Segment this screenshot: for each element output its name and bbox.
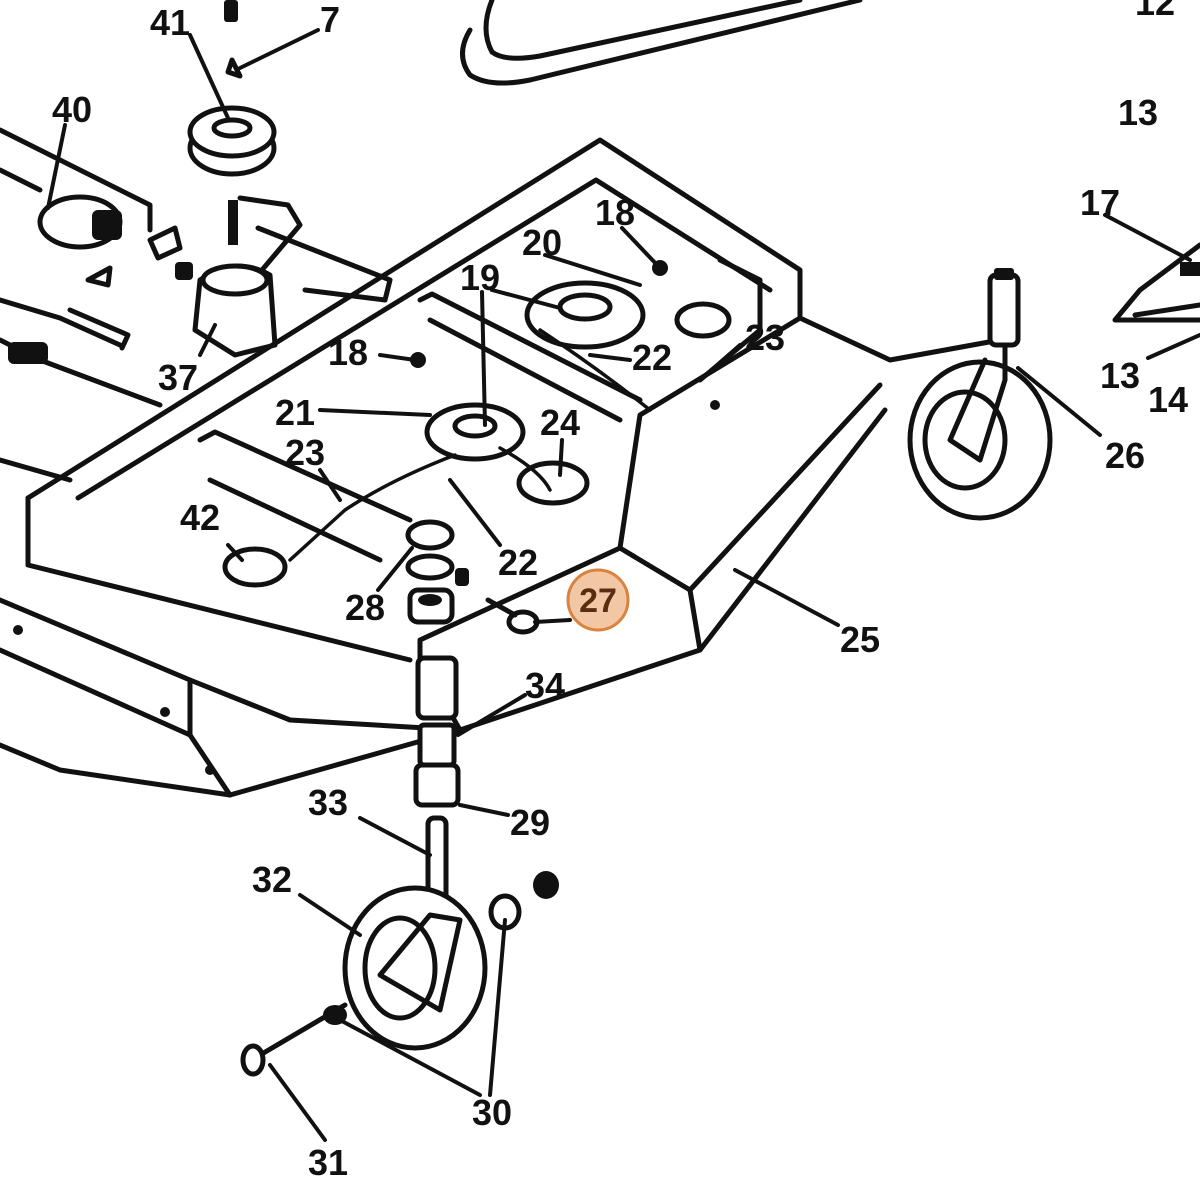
callout-42: 42	[180, 497, 220, 538]
callout-37: 37	[158, 357, 198, 398]
caster-spindle-stack	[405, 519, 540, 635]
callout-26: 26	[1105, 435, 1145, 476]
callout-32: 32	[252, 859, 292, 900]
callout-40: 40	[52, 89, 92, 130]
callout-7: 7	[320, 0, 340, 40]
callout-24: 24	[540, 402, 580, 443]
callout-41: 41	[150, 2, 190, 43]
callout-labels: 41 7 12 40 13 17 18 20 19 22 23 13 14 37…	[52, 0, 1188, 1183]
callout-22-top: 22	[632, 337, 672, 378]
idler-pulley-assembly	[175, 0, 393, 358]
right-caster-wheel	[907, 268, 1053, 521]
callout-20: 20	[522, 222, 562, 263]
mower-deck-housing	[0, 137, 1003, 798]
callout-33: 33	[308, 782, 348, 823]
highlight-marker[interactable]	[566, 568, 630, 632]
drive-belt	[460, 0, 863, 86]
callout-27: 27	[579, 582, 617, 620]
pto-shaft-assembly	[0, 127, 183, 483]
callout-18-top: 18	[595, 192, 635, 233]
callout-21: 21	[275, 392, 315, 433]
callout-23-right: 23	[745, 317, 785, 358]
left-caster-wheel	[240, 655, 559, 1077]
callout-28: 28	[345, 587, 385, 628]
highlighted-callout-27[interactable]: 27	[566, 568, 630, 632]
leader-lines	[46, 28, 1200, 1142]
callout-23-left: 23	[285, 432, 325, 473]
callout-34: 34	[525, 665, 565, 706]
callout-19: 19	[460, 257, 500, 298]
callout-22-bottom: 22	[498, 542, 538, 583]
callout-25: 25	[840, 619, 880, 660]
callout-31: 31	[308, 1142, 348, 1183]
callout-14: 14	[1148, 379, 1188, 420]
callout-18-middle: 18	[328, 332, 368, 373]
callout-30: 30	[472, 1092, 512, 1133]
mower-blade	[1112, 242, 1200, 323]
callout-13-top: 13	[1118, 92, 1158, 133]
callout-29: 29	[510, 802, 550, 843]
callout-12: 12	[1135, 0, 1175, 23]
callout-13-bottom: 13	[1100, 355, 1140, 396]
callout-17: 17	[1080, 182, 1120, 223]
